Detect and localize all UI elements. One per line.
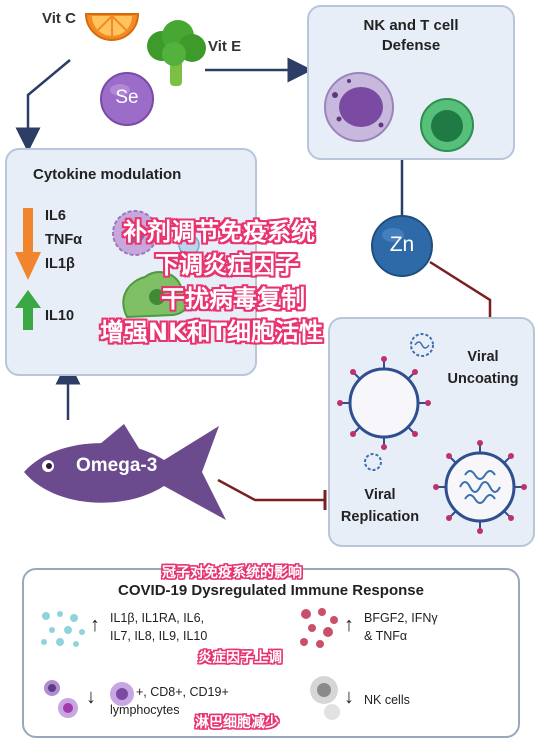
factor-up-arrow: ↑ [344,614,354,636]
broccoli-icon [147,20,206,86]
vite-label: Vit E [208,38,242,55]
nk-box-title-2: Defense [381,37,441,54]
down-arrow-icon [15,208,41,280]
up-arrow-icon [15,290,41,330]
cytokine-modulation-box: Cytokine modulation IL6 TNFα IL1β IL10 [5,148,257,376]
virus-genome-icon [433,440,527,534]
nk-cell-grey-icon [310,676,340,720]
cytokine-dots-icon [41,611,85,647]
cytokine-up-arrow: ↑ [90,614,100,636]
bottom-cn-lymph-down: 淋巴细胞减少 [195,715,279,731]
viral-uncoating-1: Viral [467,349,499,365]
bottom-cn-cytokine-up: 炎症因子上调 [198,650,282,666]
cytokine-down-2: TNFα [45,232,83,248]
overlay-cn-line-4: 增强NK和T细胞活性 [100,318,324,346]
lymphocyte-cell-icon [110,682,134,706]
nk-cell-icon [324,72,394,142]
lymph-down-arrow: ↓ [86,686,96,708]
lymphocyte-icon [44,680,78,718]
arrow-vitc-to-cytokine [15,59,71,153]
nk-box-title-1: NK and T cell [363,17,459,34]
cytokines-line-1: IL1β, IL1RA, IL6, [110,611,205,625]
overlay-cn-line-3: 干扰病毒复制 [161,285,305,313]
viral-replication-1: Viral [364,487,396,503]
immune-cell-cluster-icon [112,210,200,319]
viral-box: Viral Uncoating Viral Replication [328,317,535,547]
se-label: Se [115,87,139,108]
bottom-box-title: COVID-19 Dysregulated Immune Response [118,582,424,599]
factor-dots-icon [300,608,338,648]
cytokine-up-1: IL10 [45,308,75,324]
nk-down-arrow: ↓ [344,686,354,708]
covid-immune-box: COVID-19 Dysregulated Immune Response ↑ … [22,568,520,738]
cytokines-line-2: IL7, IL8, IL9, IL10 [110,629,208,643]
overlay-cn-line-2: 下调炎症因子 [155,251,299,279]
factors-line-1: BFGF2, IFNγ [364,611,438,625]
virus-icon [337,356,431,450]
viral-replication-2: Replication [340,509,420,525]
lymph-line-2: lymphocytes [110,703,180,717]
zinc-icon [371,215,433,277]
omega3-label: Omega-3 [76,455,158,476]
nk-cells-text: NK cells [364,693,410,707]
cytokine-box-title: Cytokine modulation [33,166,182,183]
overlay-cn-line-1: 补剂调节免疫系统 [123,218,315,246]
cytokine-down-3: IL1β [45,256,75,272]
nk-t-cell-box: NK and T cell Defense [307,5,515,160]
virus-small-icon [410,333,434,357]
cytokine-down-1: IL6 [45,208,66,224]
inhibit-omega-replication [217,478,325,502]
selenium-icon [100,72,154,126]
vitc-label: Vit C [42,10,76,27]
fish-icon [24,424,226,520]
viral-uncoating-2: Uncoating [447,371,519,387]
orange-slice-icon [84,13,140,41]
bottom-cn-title: 冠子对免疫系统的影响 [162,565,302,581]
factors-line-2: & TNFα [364,629,408,643]
zn-label: Zn [389,233,415,256]
virus-particle-icon [364,453,382,471]
t-cell-icon [420,98,474,152]
lymph-line-1: +, CD8+, CD19+ [136,685,229,699]
